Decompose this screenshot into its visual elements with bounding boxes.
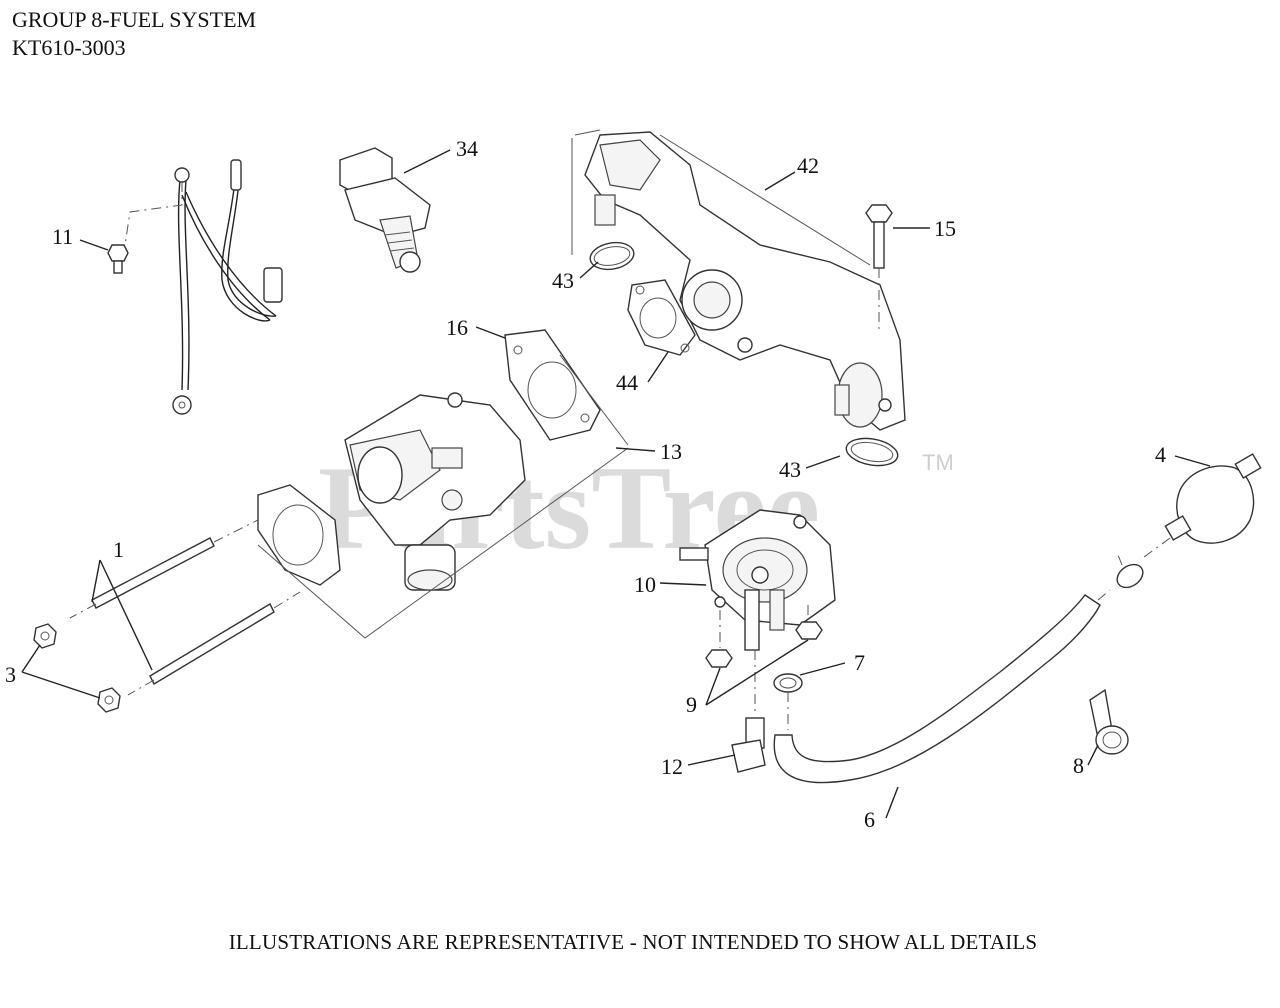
disclaimer-note: ILLUSTRATIONS ARE REPRESENTATIVE - NOT I… — [228, 930, 1038, 954]
callout-numbers: 34 42 15 11 43 16 44 13 43 4 10 1 3 9 7 … — [5, 136, 1166, 832]
screw-part-11[interactable] — [107, 244, 129, 274]
callout-43-lower: 43 — [779, 457, 801, 482]
callout-13: 13 — [660, 439, 682, 464]
carburetor-assembly-part[interactable] — [257, 354, 629, 639]
nut-part-lower[interactable] — [97, 687, 121, 713]
hose-clamp-part[interactable] — [773, 673, 803, 730]
pump-screw-part-right[interactable] — [795, 605, 823, 640]
fuel-filter-part[interactable] — [1139, 453, 1262, 561]
callout-3: 3 — [5, 662, 16, 687]
manifold-bolt-part[interactable] — [865, 204, 893, 330]
callout-34: 34 — [456, 136, 478, 161]
callout-7: 7 — [854, 650, 865, 675]
nut-part-upper[interactable] — [33, 623, 57, 649]
stud-part-lower[interactable] — [127, 591, 301, 696]
manifold-gasket-part[interactable] — [627, 279, 696, 356]
hose-clamp-part-upper[interactable] — [1113, 554, 1147, 592]
leader-lines — [21, 149, 1211, 819]
callout-16: 16 — [446, 315, 468, 340]
callout-15: 15 — [934, 216, 956, 241]
watermark-trademark: TM — [922, 450, 954, 475]
o-ring-gasket-part-upper[interactable] — [588, 239, 636, 272]
callout-43-upper: 43 — [552, 268, 574, 293]
callout-4: 4 — [1155, 442, 1166, 467]
callout-12: 12 — [661, 754, 683, 779]
model-number: KT610-3003 — [12, 35, 126, 60]
hose-clip-part[interactable] — [1089, 688, 1129, 755]
callout-9: 9 — [686, 692, 697, 717]
callout-10: 10 — [634, 572, 656, 597]
callout-6: 6 — [864, 807, 875, 832]
diagram-title: GROUP 8-FUEL SYSTEM — [12, 7, 257, 32]
callout-42: 42 — [797, 153, 819, 178]
callout-1: 1 — [113, 537, 124, 562]
fuel-pump-part[interactable] — [679, 509, 836, 651]
o-ring-gasket-part-lower[interactable] — [844, 435, 900, 470]
fuel-fitting-part[interactable] — [731, 650, 766, 773]
wiring-harness-part[interactable] — [124, 159, 283, 415]
callout-8: 8 — [1073, 753, 1084, 778]
fuel-hose-part[interactable] — [773, 589, 1111, 784]
carburetor-gasket-part[interactable] — [504, 329, 601, 441]
callout-44: 44 — [616, 370, 638, 395]
idle-actuator-part[interactable] — [339, 147, 431, 273]
pump-screw-part-left[interactable] — [705, 610, 733, 668]
intake-manifold-part[interactable] — [571, 129, 906, 431]
callout-11: 11 — [52, 224, 73, 249]
stud-part-upper[interactable] — [69, 519, 259, 619]
